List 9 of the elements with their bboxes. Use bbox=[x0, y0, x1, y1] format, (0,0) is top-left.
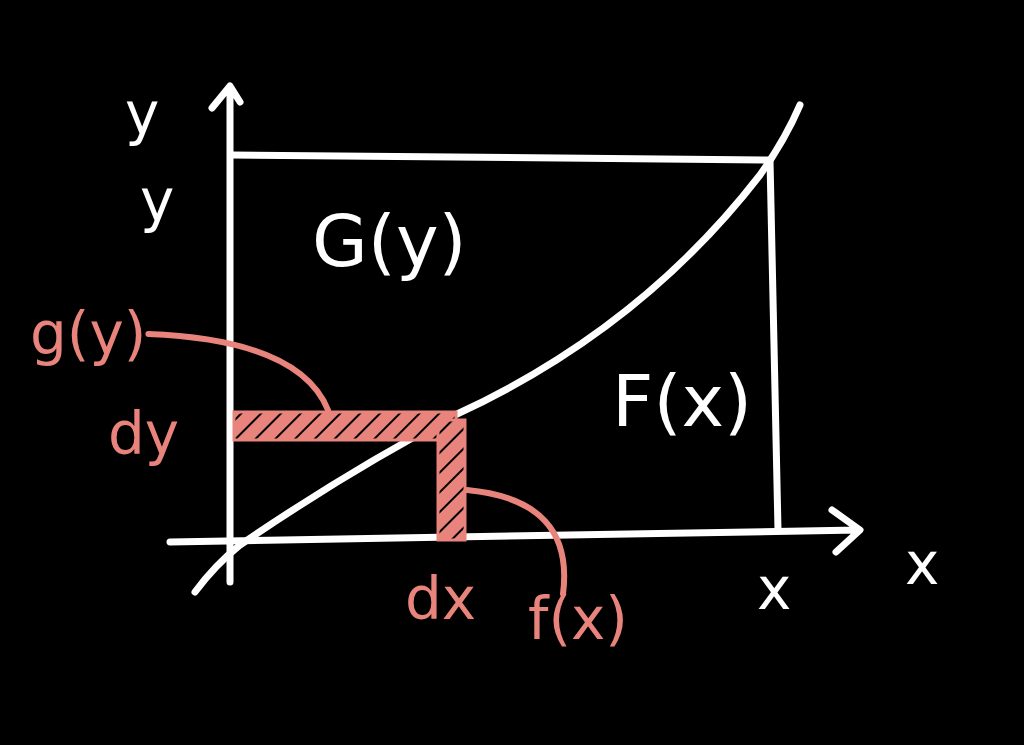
leader-line bbox=[145, 331, 331, 413]
hatched-strip bbox=[436, 418, 467, 542]
function-label: f(x) bbox=[528, 590, 628, 648]
region-label: F(x) bbox=[612, 365, 753, 437]
leader-line bbox=[464, 487, 568, 597]
axis-label: x bbox=[905, 535, 940, 593]
differential-label: dx bbox=[405, 570, 477, 628]
tick-label: x bbox=[757, 560, 792, 618]
hatched-strip bbox=[232, 410, 458, 442]
